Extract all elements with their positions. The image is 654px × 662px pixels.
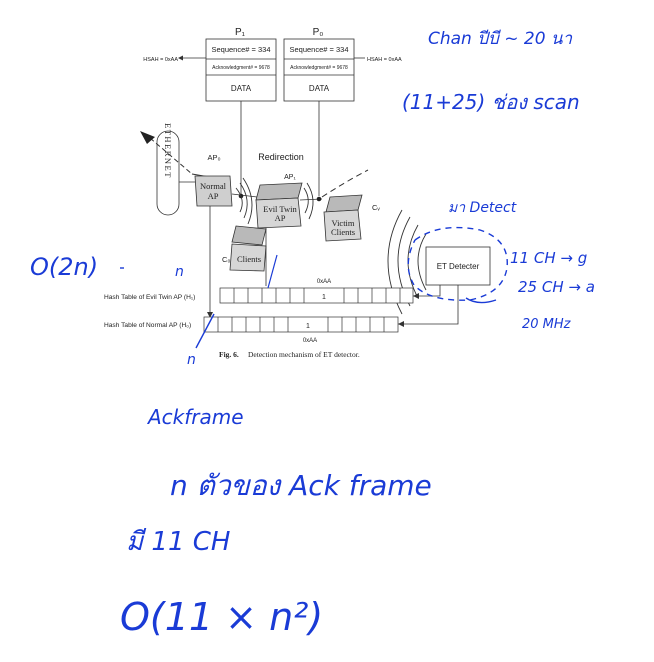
evil-twin-line2: AP <box>275 213 286 223</box>
note-detect: มา Detect <box>448 200 517 216</box>
packet-p0-label: P₀ <box>313 27 324 38</box>
et-detector-box <box>425 246 491 286</box>
ap0-label: AP₀ <box>207 153 220 162</box>
evil-twin-line1: Evil Twin <box>263 204 297 214</box>
normal-ap-line1: Normal <box>200 181 227 191</box>
hash-table-normal-cell: 1 <box>306 323 310 330</box>
note-o2n: O(2n) <box>30 253 98 281</box>
et-detector-label: ET Detecter <box>437 262 480 271</box>
ethernet-capsule <box>156 130 180 216</box>
note-n-ackframe: n ตัวของ Ack frame <box>170 469 432 502</box>
hash-table-evil <box>219 287 414 304</box>
note-n-lower-stroke <box>195 313 215 349</box>
junction-dot-right <box>316 196 322 202</box>
packet-p1-data: DATA <box>231 84 252 93</box>
clients-label: Clients <box>237 254 261 264</box>
packet-p1-label: P₁ <box>235 27 246 38</box>
note-mhz: 20 MHz <box>522 317 572 332</box>
packet-p0-data: DATA <box>309 84 330 93</box>
note-n-upper: n <box>175 264 184 280</box>
hash-table-evil-label: Hash Table of Evil Twin AP (H₁) <box>104 294 195 301</box>
victim-clients-line1: Victim <box>331 218 354 228</box>
evil-twin-ap-box <box>255 182 303 229</box>
hash-table-normal <box>203 316 399 333</box>
note-complexity: O(11 × n²) <box>120 595 323 639</box>
packet-p1-sequence: Sequence# = 334 <box>211 45 270 54</box>
evil-ap-wave-arcs <box>303 182 314 220</box>
redirect-dashed-path <box>321 169 369 198</box>
clients-box <box>229 225 267 272</box>
ethernet-label: ETHERNET <box>163 123 173 179</box>
note-ch25: 25 CH → a <box>518 278 595 296</box>
cv-label: Cᵥ <box>372 203 380 212</box>
hash-table-bottom-value: 0xAA <box>303 338 317 344</box>
hash-table-normal-label: Hash Table of Normal AP (H₀) <box>104 322 191 329</box>
detector-to-evil-table <box>413 285 441 297</box>
note-11ch: มี 11 CH <box>126 527 230 557</box>
normal-ap-drop-arrowhead <box>207 312 213 318</box>
packet-p0-ack: Acknowledgment# = 9678 <box>290 65 348 71</box>
detector-scribble-tail <box>465 297 497 304</box>
ap1-label: AP₁ <box>284 174 296 181</box>
detector-scribble-circle <box>407 226 508 301</box>
hash-table-evil-cell: 1 <box>322 294 326 301</box>
packet-p1-hsah-arrowhead <box>178 55 183 61</box>
detector-to-evil-arrowhead <box>413 293 419 299</box>
packet-p1-ack: Acknowledgment# = 9678 <box>212 65 270 71</box>
figure-caption-label: Fig. 6. <box>219 350 239 359</box>
packet-p0-hsah: HSAH = 0xAA <box>367 57 402 63</box>
upper-left-arrowhead <box>140 131 155 144</box>
victim-clients-box <box>323 194 363 242</box>
evil-cell-pointer <box>267 254 278 289</box>
packet-p0-sequence: Sequence# = 334 <box>289 45 348 54</box>
note-scan: (11+25) ช่อง scan <box>402 90 580 114</box>
detector-to-normal-table <box>398 285 459 325</box>
hash-table-top-value: 0xAA <box>317 279 331 285</box>
redirection-label: Redirection <box>258 152 304 162</box>
detector-to-normal-arrowhead <box>398 321 404 327</box>
note-channel: Chan ปีบี ~ 20 นา <box>428 29 573 49</box>
upper-left-dashed <box>149 137 193 175</box>
note-ch11: 11 CH → g <box>510 249 587 267</box>
packet-p1-hsah: HSAH = 0xAA <box>143 57 178 63</box>
normal-ap-line2: AP <box>208 191 219 201</box>
normal-ap-wave-arcs <box>235 177 253 225</box>
note-n-lower: n <box>187 352 196 368</box>
c0-label: C₀ <box>222 255 231 264</box>
figure-caption-text: Detection mechanism of ET detector. <box>248 350 360 359</box>
victim-clients-line2: Clients <box>331 227 355 237</box>
normal-ap-box <box>194 175 233 207</box>
normal-to-evil-link <box>231 193 258 198</box>
note-ackframe: Ackframe <box>146 405 244 429</box>
